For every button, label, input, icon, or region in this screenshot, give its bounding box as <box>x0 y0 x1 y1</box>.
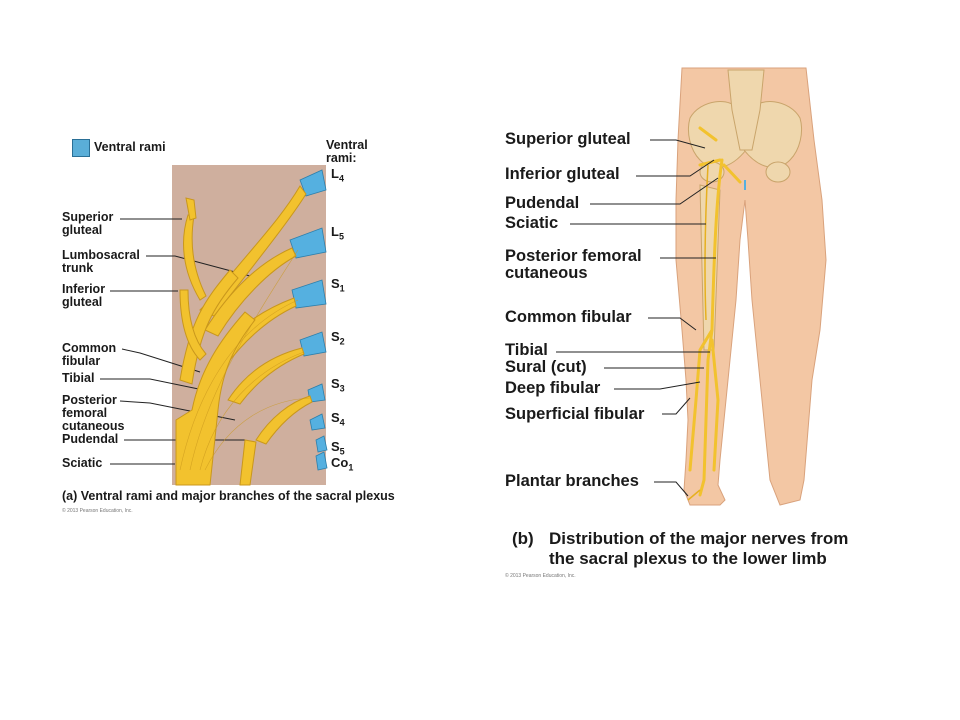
limb-nerves-thin <box>687 164 709 501</box>
panel-b-leader-lines <box>556 139 719 497</box>
copyright-a: © 2013 Pearson Education, Inc. <box>62 508 133 514</box>
label-inferior-gluteal-b: Inferior gluteal <box>505 165 620 183</box>
segment-label-s5: S5 <box>331 439 345 457</box>
plexus-nerves <box>175 185 313 486</box>
legend-label: Ventral rami <box>94 140 166 154</box>
ventral-rami-header: Ventral rami: <box>326 138 368 165</box>
segment-label-s1: S1 <box>331 276 345 294</box>
label-inferior-gluteal-a: Inferior gluteal <box>62 282 106 309</box>
caption-b-line1: Distribution of the major nerves from <box>549 529 849 548</box>
limb-nerves <box>688 126 742 497</box>
label-pudendal-a: Pudendal <box>62 432 119 446</box>
caption-b-line2: the sacral plexus to the lower limb <box>549 549 827 568</box>
label-superficial-fibular: Superficial fibular <box>505 405 645 423</box>
label-plantar-branches: Plantar branches <box>505 472 639 490</box>
label-common-fibular-b: Common fibular <box>505 308 632 326</box>
label-tibial-b: Tibial <box>505 341 548 359</box>
label-superior-gluteal-a: Superior gluteal <box>62 210 114 237</box>
legend-swatch <box>72 139 90 157</box>
label-deep-fibular: Deep fibular <box>505 379 601 397</box>
copyright-b: © 2013 Pearson Education, Inc. <box>505 573 576 579</box>
label-lumbosacral-trunk: Lumbosacral trunk <box>62 248 140 275</box>
segment-label-s4: S4 <box>331 410 345 428</box>
label-posterior-femoral-cutaneous-a: Posterior femoral cutaneous <box>62 393 125 433</box>
label-superior-gluteal-b: Superior gluteal <box>505 130 631 148</box>
segment-label-s2: S2 <box>331 329 345 347</box>
label-sural-cut: Sural (cut) <box>505 358 587 376</box>
caption-b-tag: (b) <box>512 529 534 548</box>
ventral-rami <box>289 169 328 471</box>
label-common-fibular-a: Common fibular <box>62 341 117 368</box>
label-pudendal-b: Pudendal <box>505 194 580 212</box>
nerve-fibers <box>179 249 311 471</box>
segment-label-l4: L4 <box>331 166 344 184</box>
segment-label-l5: L5 <box>331 224 344 242</box>
segment-label-co1: Co1 <box>331 455 354 473</box>
label-tibial-a: Tibial <box>62 371 95 385</box>
label-sciatic-b: Sciatic <box>505 214 559 232</box>
segment-label-s3: S3 <box>331 376 345 394</box>
label-sciatic-a: Sciatic <box>62 456 103 470</box>
label-posterior-femoral-cutaneous-b: Posterior femoral cutaneous <box>505 247 642 282</box>
caption-a: (a) Ventral rami and major branches of t… <box>62 489 395 503</box>
